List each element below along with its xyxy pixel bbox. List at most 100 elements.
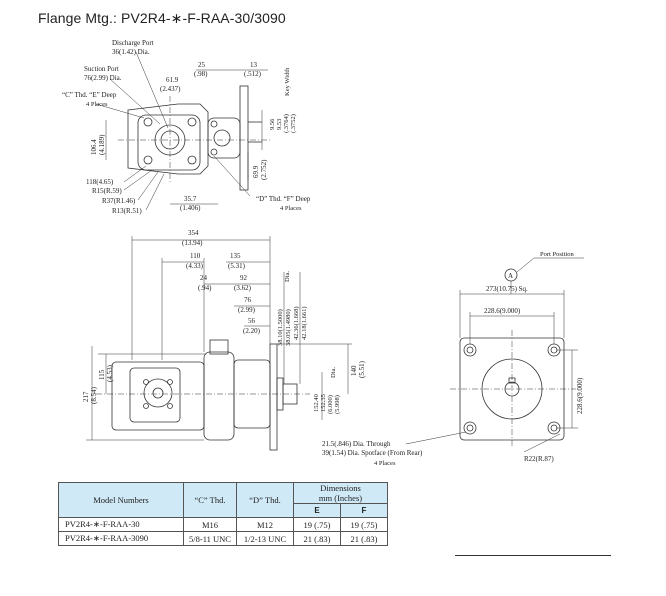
label: 42.18(1.661) bbox=[301, 306, 308, 340]
label: 39(1.54) Dia. Spotface (From Rear) bbox=[322, 449, 423, 457]
pump-flange bbox=[137, 114, 201, 171]
leader-line bbox=[405, 431, 467, 445]
label: “C” Thd. “E” Deep bbox=[62, 91, 117, 99]
front-view bbox=[405, 257, 584, 453]
mid-body bbox=[203, 351, 235, 441]
label: 228.6(9.000) bbox=[576, 377, 584, 414]
label: 140 bbox=[350, 365, 358, 376]
label: “D” Thd. “F” Deep bbox=[256, 195, 311, 203]
label: 36(1.42) Dia. bbox=[112, 48, 150, 56]
label: (4.53) bbox=[106, 364, 114, 382]
bolt-hole bbox=[187, 155, 197, 165]
label: (2.99) bbox=[238, 306, 256, 314]
bolt-hole bbox=[167, 379, 173, 385]
top-view bbox=[95, 51, 270, 211]
cell-c: 5/8-11 UNC bbox=[183, 531, 237, 546]
label: 152.40 bbox=[313, 394, 320, 412]
page-title: Flange Mtg.: PV2R4-∗-F-RAA-30/3090 bbox=[38, 10, 286, 26]
leader-line bbox=[213, 155, 251, 197]
leader-line bbox=[95, 103, 145, 119]
label: 118(4.65) bbox=[86, 178, 114, 186]
header-units-label: mm (Inches) bbox=[318, 493, 363, 503]
label: (.98) bbox=[194, 70, 208, 78]
through-hole bbox=[466, 346, 474, 354]
shaft-circle bbox=[213, 129, 231, 147]
label: R15(R.59) bbox=[92, 187, 122, 195]
flange-plate bbox=[269, 343, 278, 451]
through-hole bbox=[466, 424, 474, 432]
bolt-hole bbox=[187, 117, 197, 127]
label: R13(R.51) bbox=[112, 207, 142, 215]
port-inner-circle bbox=[152, 387, 164, 399]
label: (5.31) bbox=[228, 262, 246, 270]
label: R37(R1.46) bbox=[102, 197, 136, 205]
label: 115 bbox=[98, 369, 106, 380]
label: 9.56 bbox=[269, 118, 276, 130]
spotface-hole bbox=[463, 421, 477, 435]
header-dimensions: Dimensions mm (Inches) bbox=[293, 482, 388, 504]
label: (6.000) bbox=[327, 395, 334, 414]
label: 4 Places bbox=[280, 205, 302, 212]
leader-line bbox=[145, 173, 165, 211]
label: Discharge Port bbox=[112, 39, 154, 47]
bolt-hole bbox=[210, 148, 218, 156]
header-dimensions-label: Dimensions bbox=[320, 483, 361, 493]
label: 9.53 bbox=[276, 119, 283, 130]
leader-line bbox=[123, 169, 153, 191]
label: 92 bbox=[240, 274, 248, 282]
top-view-labels: Discharge Port 36(1.42) Dia. Suction Por… bbox=[62, 39, 311, 215]
label: 25 bbox=[198, 61, 206, 69]
leader-line bbox=[523, 433, 561, 453]
divider-line bbox=[455, 555, 611, 556]
technical-drawing: Discharge Port 36(1.42) Dia. Suction Por… bbox=[62, 39, 584, 467]
label: (4.33) bbox=[186, 262, 204, 270]
bolt-hole bbox=[210, 120, 218, 128]
label: 24 bbox=[200, 274, 208, 282]
label: 4 Places bbox=[86, 101, 108, 108]
table-row: PV2R4-∗-F-RAA-30 M16 M12 19 (.75) 19 (.7… bbox=[58, 517, 388, 532]
label: 76(2.99) Dia. bbox=[84, 74, 122, 82]
dimension-table: Model Numbers “C” Thd. “D” Thd. Dimensio… bbox=[58, 482, 388, 546]
header-c-thd: “C” Thd. bbox=[183, 482, 237, 518]
leader-line bbox=[516, 257, 535, 273]
header-d-thd: “D” Thd. bbox=[236, 482, 294, 518]
label: (1.406) bbox=[180, 204, 201, 212]
label: 61.9 bbox=[166, 76, 179, 84]
leader-line bbox=[123, 165, 147, 183]
bolt-hole bbox=[143, 155, 153, 165]
label: 42.36(1.668) bbox=[293, 306, 300, 340]
leader-line bbox=[135, 51, 169, 129]
mount-block bbox=[207, 117, 241, 159]
spotface-hole bbox=[463, 343, 477, 357]
cell-f: 19 (.75) bbox=[340, 517, 388, 532]
label: 135 bbox=[230, 252, 241, 260]
label: 106.4 bbox=[90, 139, 98, 155]
label: Suction Port bbox=[84, 65, 119, 73]
label: 110 bbox=[190, 252, 201, 260]
leader-line bbox=[109, 78, 161, 125]
table-header-row: Model Numbers “C” Thd. “D” Thd. Dimensio… bbox=[58, 482, 388, 518]
bolt-hole bbox=[143, 403, 149, 409]
label: (5.51) bbox=[358, 360, 366, 378]
cell-model: PV2R4-∗-F-RAA-3090 bbox=[58, 531, 184, 546]
pump-flange bbox=[129, 367, 181, 423]
cell-f: 21 (.83) bbox=[340, 531, 388, 546]
table-subheader-row: E F bbox=[59, 503, 388, 518]
label: (2.437) bbox=[160, 85, 181, 93]
pump-body-outline bbox=[127, 103, 209, 175]
header-f: F bbox=[340, 503, 388, 518]
label: (2.752) bbox=[260, 159, 268, 180]
top-boss bbox=[209, 339, 229, 355]
table-row: PV2R4-∗-F-RAA-3090 5/8-11 UNC 1/2-13 UNC… bbox=[58, 531, 388, 546]
label: Dia. bbox=[330, 367, 337, 378]
port-circle bbox=[143, 378, 173, 408]
label: 21.5(.846) Dia. Through bbox=[322, 440, 391, 448]
label: 273(10.75) Sq. bbox=[486, 285, 528, 293]
cell-e: 19 (.75) bbox=[293, 517, 341, 532]
label: 56 bbox=[248, 317, 256, 325]
cell-d: M12 bbox=[236, 517, 294, 532]
bolt-hole bbox=[167, 403, 173, 409]
pump-body bbox=[111, 361, 205, 431]
side-view bbox=[86, 236, 352, 451]
label: A bbox=[508, 272, 513, 280]
